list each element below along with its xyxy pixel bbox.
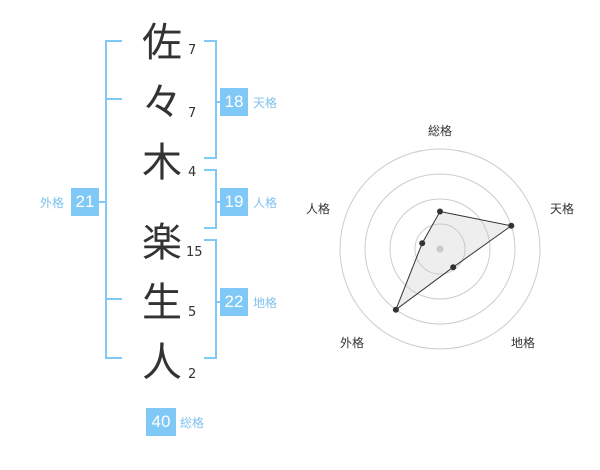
chikaku-label: 地格 (253, 296, 278, 310)
jinkaku-bracket (204, 169, 217, 229)
stroke-count-2: 7 (188, 106, 197, 121)
chikaku-value-badge: 22 (220, 288, 248, 316)
radar-ring (339, 148, 541, 350)
radar-point-jinkaku (419, 240, 426, 247)
stroke-count-1: 7 (188, 43, 197, 58)
radar-label-gaikaku: 外格 (340, 336, 365, 350)
stroke-count-3: 4 (188, 165, 197, 180)
radar-ring (389, 198, 491, 300)
radar-polygon (394, 210, 513, 312)
radar-center-dot (436, 245, 444, 253)
radar-label-soukaku: 総格 (428, 124, 453, 138)
radar-point-gaikaku (392, 306, 399, 313)
name-char-4: 楽 (142, 220, 182, 266)
radar-label-tenkaku: 天格 (550, 202, 575, 216)
radar-ring (364, 173, 516, 325)
radar-point-soukaku (437, 208, 443, 215)
tenkaku-bracket (204, 40, 217, 159)
jinkaku-value-badge: 19 (220, 188, 248, 216)
radar-label-chikaku: 地格 (511, 336, 536, 350)
soukaku-value-badge: 40 (146, 408, 176, 436)
name-char-3: 木 (142, 140, 182, 186)
gaikaku-value-badge: 21 (71, 188, 99, 216)
name-char-6: 人 (142, 340, 182, 386)
stroke-count-6: 2 (188, 367, 197, 382)
radar-label-jinkaku: 人格 (306, 202, 331, 216)
radar-point-chikaku (450, 264, 457, 271)
chikaku-bracket (204, 239, 217, 359)
name-char-2: 々 (142, 80, 182, 126)
soukaku-label: 総格 (180, 416, 205, 430)
stroke-count-5: 5 (188, 305, 197, 320)
name-char-1: 佐 (142, 20, 182, 66)
name-char-5: 生 (142, 280, 182, 326)
tenkaku-label: 天格 (253, 96, 278, 110)
gaikaku-bracket (105, 40, 122, 359)
radar-ring (414, 223, 466, 275)
tenkaku-value-badge: 18 (220, 88, 248, 116)
radar-point-tenkaku (508, 222, 515, 229)
gaikaku-label: 外格 (40, 196, 65, 210)
jinkaku-label: 人格 (253, 196, 278, 210)
stroke-count-4: 15 (186, 245, 203, 260)
